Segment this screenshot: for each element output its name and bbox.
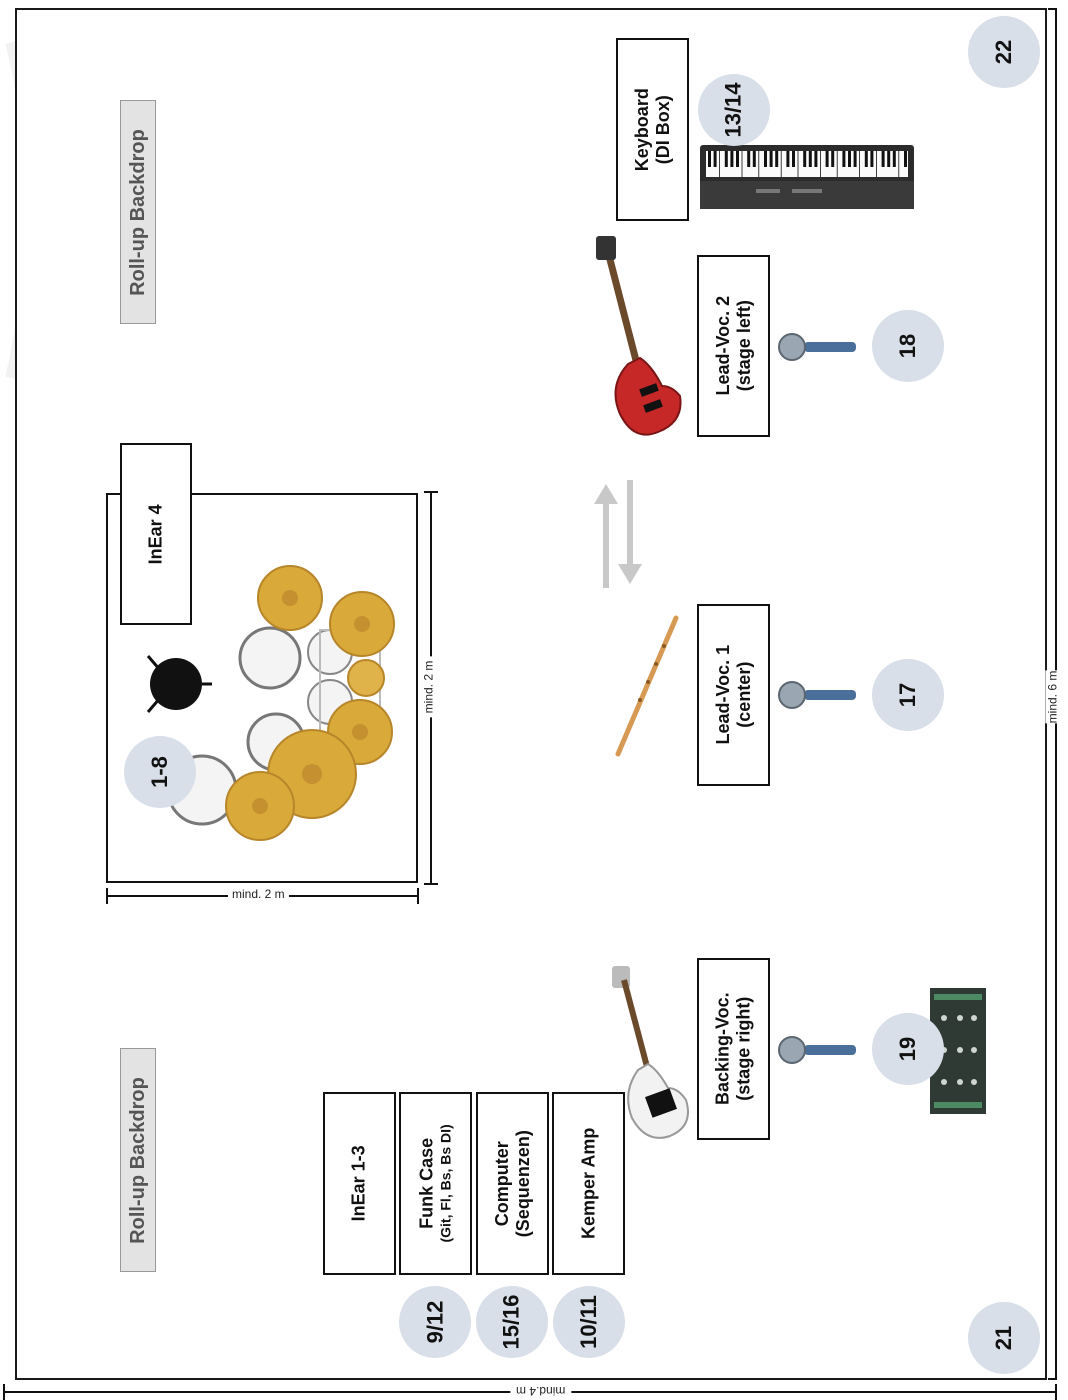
bass-guitar-icon [596,236,682,436]
channel-number: 13/14 [721,82,746,138]
riser-width-label: mind. 2 m [228,887,289,901]
kemper-amp-label: Kemper Amp [578,1127,599,1240]
channel-badge-kemper: 10/11 [553,1286,625,1358]
lead-vocal-1-title: Lead-Voc. 1 [712,645,733,745]
lead-vocal-1-box: Lead-Voc. 1 (center) [697,604,770,786]
roll-up-backdrop-top: Roll-up Backdrop [120,100,156,324]
channel-number: 15/16 [499,1294,524,1350]
roll-up-backdrop-bottom: Roll-up Backdrop [120,1048,156,1272]
channel-number: 21 [990,1325,1016,1351]
channel-badge-lead-vocal-2: 18 [872,310,944,382]
keyboard-box: Keyboard (DI Box) [616,38,689,221]
lead-vocal-2-box: Lead-Voc. 2 (stage left) [697,255,770,437]
channel-number: 18 [894,333,920,359]
microphone-icon [778,681,856,709]
computer-subtitle: (Sequenzen) [512,1129,533,1238]
kemper-amp-box: Kemper Amp [552,1092,625,1275]
microphone-icon [778,1036,856,1064]
channel-badge-corner-top: 22 [968,16,1040,88]
channel-number: 9/12 [421,1300,447,1344]
computer-title: Computer [491,1141,512,1227]
channel-number: 19 [894,1036,920,1062]
inear-4-label: InEar 4 [145,503,166,565]
flute-icon [615,615,679,757]
riser-depth-label: mind. 2 m [421,656,436,718]
channel-badge-corner-bottom: 21 [968,1302,1040,1374]
funk-case-title: Funk Case [417,1137,438,1230]
channel-badge-drums: 1-8 [124,736,196,808]
inear-1-3-label: InEar 1-3 [349,1145,370,1222]
computer-box: Computer (Sequenzen) [476,1092,549,1275]
swap-arrows-icon [594,480,642,588]
channel-number: 17 [894,682,920,708]
inear-4-box: InEar 4 [120,443,192,625]
lead-vocal-2-title: Lead-Voc. 2 [712,296,733,396]
backing-vocal-title: Backing-Voc. [712,992,733,1106]
channel-badge-keyboard: 13/14 [698,74,770,146]
channel-number: 1-8 [146,756,172,788]
microphone-icon [778,333,856,361]
channel-badge-funk-case: 9/12 [399,1286,471,1358]
lead-vocal-1-subtitle: (center) [733,661,754,729]
channel-badge-lead-vocal-1: 17 [872,659,944,731]
channel-number: 10/11 [576,1295,601,1349]
backing-vocal-subtitle: (stage right) [733,996,754,1102]
backdrop-label: Roll-up Backdrop [126,128,149,296]
inear-1-3-box: InEar 1-3 [323,1092,396,1275]
channel-number: 22 [990,39,1016,65]
stage-depth-label: mind.4 m [510,1384,572,1398]
lead-vocal-2-subtitle: (stage left) [733,300,754,392]
channel-badge-backing-vocal: 19 [872,1013,944,1085]
electric-guitar-icon [612,966,689,1139]
keyboard-title: Keyboard [631,87,652,172]
backing-vocal-box: Backing-Voc. (stage right) [697,958,770,1140]
drum-kit-icon [146,565,395,841]
keyboard-icon [700,145,914,209]
funk-case-box: Funk Case (Git, Fl, Bs, Bs DI) [399,1092,472,1275]
keyboard-subtitle: (DI Box) [652,95,673,164]
channel-badge-computer: 15/16 [476,1286,548,1358]
stage-width-label: mind. 6 m [1045,670,1060,724]
funk-case-subtitle: (Git, Fl, Bs, Bs DI) [437,1124,454,1243]
backdrop-label: Roll-up Backdrop [126,1076,149,1244]
